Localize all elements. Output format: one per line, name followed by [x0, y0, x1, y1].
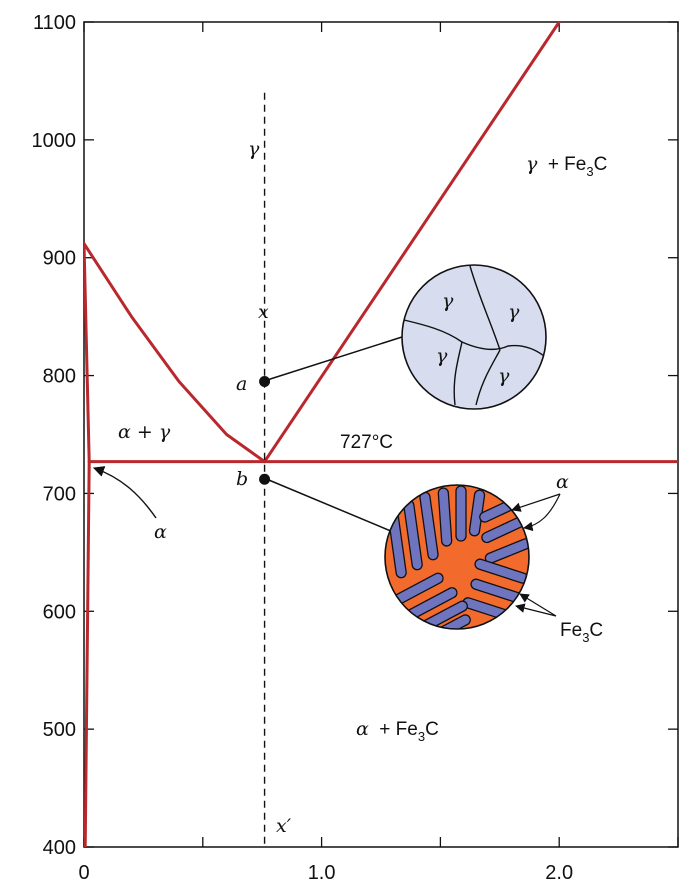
region-gamma: γ — [248, 138, 260, 160]
svg-text:γ: γ — [508, 301, 520, 323]
svg-text:γ: γ — [442, 290, 454, 312]
x-tick-label: 1.0 — [308, 862, 336, 884]
svg-text:γ: γ — [498, 365, 510, 387]
alpha-solvus-upper — [84, 242, 91, 464]
eutectoid-temperature-label: 727°C — [340, 432, 393, 453]
x-axis-ticks: 0 1.0 2.0 — [78, 22, 679, 884]
plot-frame — [83, 21, 679, 848]
y-tick-label: 400 — [43, 837, 76, 859]
acm-line — [263, 22, 561, 464]
composition-bottom-label: x′ — [276, 815, 292, 837]
x-tick-label: 2.0 — [545, 862, 573, 884]
pearlite-microstructure: α Fe3C — [384, 471, 603, 645]
y-tick-label: 1100 — [33, 12, 76, 34]
alpha-pointer-arrow — [92, 466, 157, 519]
austenite-microstructure: γ γ γ γ — [401, 264, 547, 410]
y-tick-label: 800 — [43, 366, 76, 388]
leader-line-a — [263, 336, 403, 382]
y-axis-ticks: 400 500 600 700 800 900 1000 1100 — [32, 12, 678, 859]
region-alpha-gamma: α + γ — [118, 421, 171, 443]
composition-top-label: x — [258, 301, 269, 323]
y-tick-label: 700 — [43, 483, 76, 505]
region-alpha-fe3c: α + Fe3C — [356, 718, 439, 744]
a3-line — [84, 242, 267, 464]
alpha-pointer-label: α — [154, 521, 167, 543]
y-tick-label: 500 — [43, 719, 76, 741]
y-tick-label: 600 — [43, 601, 76, 623]
svg-text:α: α — [556, 471, 569, 493]
y-tick-label: 900 — [43, 248, 76, 270]
point-b — [259, 473, 271, 485]
alpha-solvus-lower — [84, 460, 91, 847]
svg-text:Fe3C: Fe3C — [560, 620, 603, 645]
point-b-label: b — [236, 468, 248, 490]
point-a-label: a — [236, 373, 247, 395]
x-tick-label: 0 — [78, 862, 89, 884]
y-tick-label: 1000 — [32, 130, 77, 152]
svg-text:γ: γ — [436, 345, 448, 367]
leader-line-b — [263, 477, 399, 535]
region-gamma-fe3c: γ + Fe3C — [526, 153, 607, 179]
